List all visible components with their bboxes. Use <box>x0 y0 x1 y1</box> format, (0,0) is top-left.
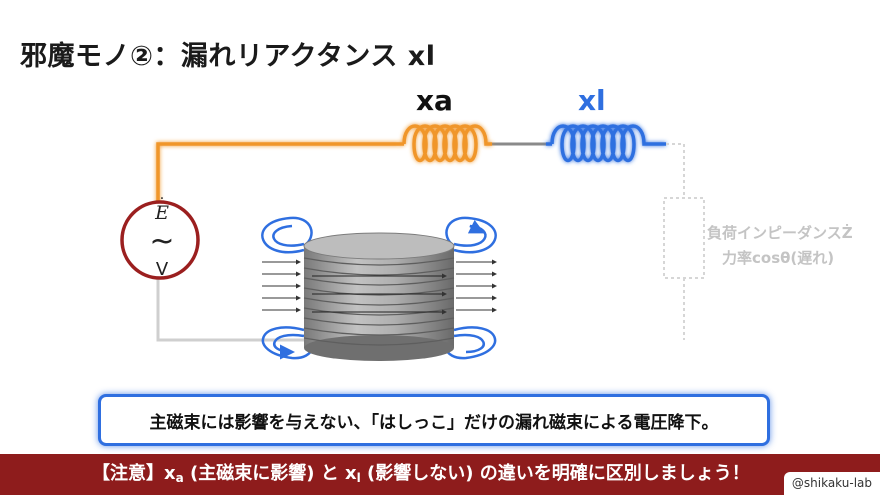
xl-coil <box>546 124 666 163</box>
main-flux-lines <box>262 259 497 313</box>
load-wire <box>666 143 685 340</box>
callout-text: 主磁束には影響を与えない、「はしっこ」だけの漏れ磁束による電圧降下。 <box>149 412 719 433</box>
core-flux-arrows <box>312 273 447 315</box>
wire-orange <box>156 142 398 204</box>
iron-core <box>303 232 455 361</box>
page-title: 邪魔モノ②：漏れリアクタンス xl <box>20 41 436 72</box>
footer-prefix: 【注意】x <box>92 463 176 484</box>
channel-handle: @shikaku-lab <box>783 472 880 495</box>
load-impedance <box>663 197 705 279</box>
footer-middle-1: (主磁束に影響) と x <box>183 463 357 484</box>
load-label-impedance: 負荷インピーダンスŻ <box>707 224 853 242</box>
footer-middle-2: (影響しない) の違いを明確に区別しましょう！ <box>360 463 750 484</box>
load-label-power-factor: 力率cosθ(遅れ) <box>722 249 835 267</box>
voltage-source <box>120 200 200 280</box>
return-wire <box>156 278 310 342</box>
footer-text: 【注意】xa (主磁束に影響) と xl (影響しない) の違いを明確に区別しま… <box>92 459 750 485</box>
source-dot: · <box>159 191 165 207</box>
callout-box: 主磁束には影響を与えない、「はしっこ」だけの漏れ磁束による電圧降下。 <box>98 394 770 446</box>
footer-bar <box>0 454 880 495</box>
source-unit: V <box>155 259 169 280</box>
source-symbol: E <box>155 202 169 224</box>
footer-sub-l: l <box>356 471 361 485</box>
xl-label: xl <box>578 84 606 117</box>
ac-wave-icon: ~ <box>149 224 175 259</box>
xa-label: xa <box>416 84 453 117</box>
core-windings <box>303 257 455 346</box>
xa-coil <box>398 124 492 163</box>
footer-sub-a: a <box>175 471 184 485</box>
